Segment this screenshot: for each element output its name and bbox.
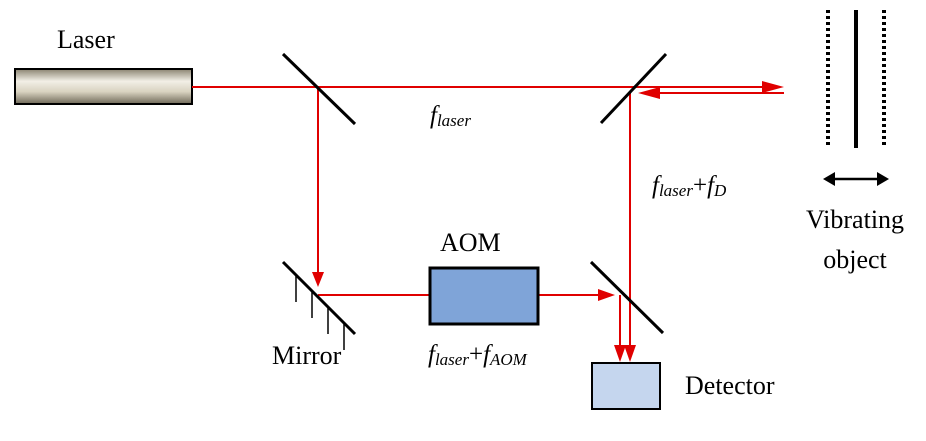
beam-splitter-1 xyxy=(281,52,357,126)
arrowhead-right-object xyxy=(762,81,784,93)
mirror-label: Mirror xyxy=(272,341,342,370)
optics xyxy=(281,52,668,336)
detector-label: Detector xyxy=(685,371,775,400)
arrowhead-detector-right xyxy=(624,345,636,362)
vibration-arrow-left-head xyxy=(823,172,835,186)
freq-shifted-label: flaser+fAOM xyxy=(428,341,528,369)
arrowhead-right-bs3 xyxy=(598,289,615,301)
arrowhead-left-return xyxy=(638,87,660,99)
vibrating-object-label-line2: object xyxy=(823,245,887,274)
vibration-arrow-right-head xyxy=(877,172,889,186)
beam-splitter-3 xyxy=(589,260,665,335)
detector-box xyxy=(591,362,661,410)
mirror-hatching xyxy=(295,275,345,350)
laser-source xyxy=(14,68,193,105)
arrowhead-down-bs1 xyxy=(312,272,324,287)
arrowheads xyxy=(312,81,784,362)
laser-label: Laser xyxy=(57,25,115,54)
aom-box xyxy=(428,266,540,326)
arrowhead-detector-left xyxy=(614,345,626,362)
vibrating-object xyxy=(823,10,889,186)
freq-returning-label: flaser+fD xyxy=(652,172,727,200)
beam-paths xyxy=(192,86,784,350)
vibrating-object-label-line1: Vibrating xyxy=(806,205,904,234)
freq-reference-label: flaser xyxy=(430,102,471,130)
aom-label: AOM xyxy=(440,228,501,257)
beam-splitter-2 xyxy=(599,52,668,125)
mirror xyxy=(281,260,357,336)
